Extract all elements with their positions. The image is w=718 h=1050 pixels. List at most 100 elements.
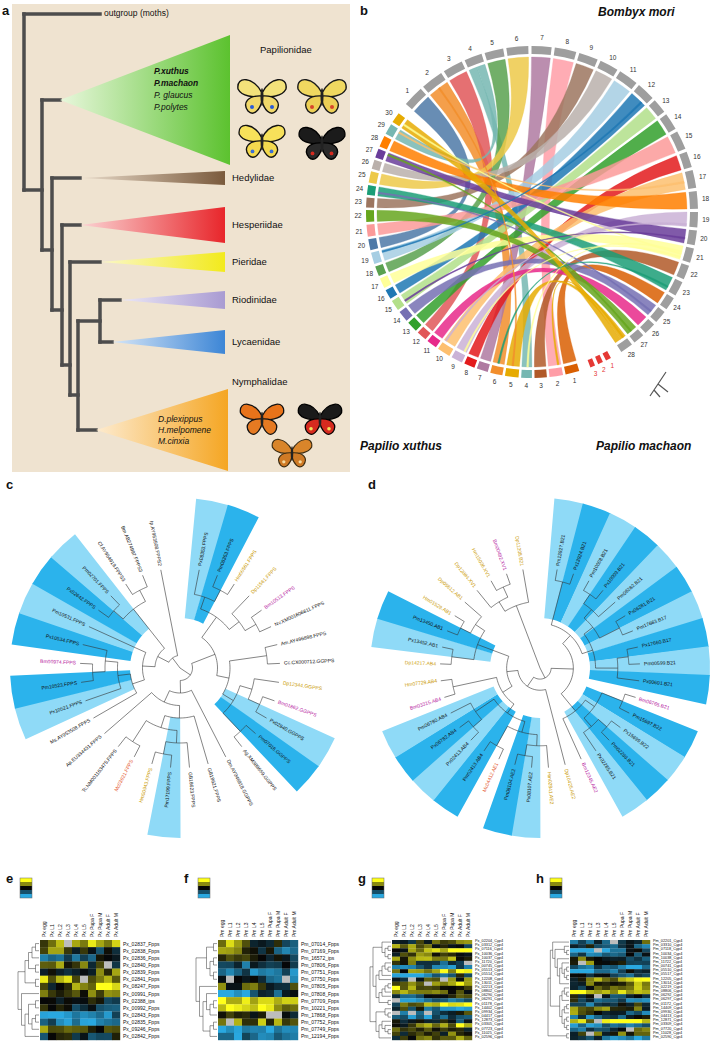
synteny-ribbon (388, 154, 632, 332)
heatmap-cell (104, 954, 112, 961)
tree-branch (591, 719, 606, 726)
butterfly-wing (239, 125, 262, 141)
gene-label: Px_02839_Fpps (123, 970, 159, 975)
heatmap-cell (226, 1026, 234, 1033)
butterfly-body (321, 88, 324, 106)
dendrogram-branch (557, 959, 558, 976)
heatmap-cell (56, 976, 64, 983)
heatmap-cell (570, 1028, 578, 1032)
tree-branch (499, 602, 516, 611)
butterfly-wing (246, 96, 262, 113)
heatmap-cell (392, 1019, 400, 1023)
chromosome-segment (534, 369, 547, 378)
tree-branch (105, 661, 118, 676)
tree-branch (98, 610, 113, 617)
heatmap-cell (618, 961, 626, 965)
heatmap-cell (234, 969, 242, 976)
heatmap-cell (400, 978, 408, 982)
chromosome-segment (554, 48, 577, 60)
heatmap-cell (610, 953, 618, 957)
stage-label: Px Adult M (466, 913, 471, 937)
heatmap-cell (618, 1032, 626, 1036)
tree-branch (256, 624, 271, 631)
chromosome-number: 15 (385, 307, 392, 314)
heatmap-cell (408, 948, 416, 952)
tree-branch (551, 582, 570, 635)
leaf-label: Ap.EU334431.FPPS (65, 734, 103, 768)
heatmap-cell (226, 1019, 234, 1026)
heatmap-cell (416, 940, 424, 944)
heatmap-cell (642, 973, 650, 977)
dendrogram-branch (379, 1024, 382, 1025)
heatmap-cell (626, 965, 634, 969)
heatmap-cell (642, 944, 650, 948)
heatmap-cell (72, 947, 80, 954)
heatmap-cell (274, 1026, 282, 1033)
heatmap-cell (586, 1028, 594, 1032)
heatmap-cell (602, 973, 610, 977)
heatmap-cell (642, 1036, 650, 1040)
heatmap-cell (626, 1003, 634, 1007)
chromosome-segment (371, 251, 382, 264)
chromosome-segment (549, 367, 563, 377)
heatmap-cell (586, 994, 594, 998)
heatmap-cell (586, 965, 594, 969)
heatmap-cell (456, 1028, 464, 1032)
clade-triangle-shape (80, 171, 225, 185)
stage-label: Pm L4 (604, 923, 609, 937)
heatmap-cell (392, 1003, 400, 1007)
panel-letter: g (358, 872, 366, 885)
heatmap-cell (56, 990, 64, 997)
wing-spot (311, 152, 315, 156)
wing-spot (327, 427, 331, 431)
color-key (198, 878, 210, 882)
heatmap-cell (218, 1026, 226, 1033)
heatmap-cell (218, 969, 226, 976)
heatmap-cell (266, 940, 274, 947)
heatmap-cell (602, 1023, 610, 1027)
heatmap-cell (88, 961, 96, 968)
butterfly-wing (306, 143, 322, 159)
heatmap-cell (440, 1007, 448, 1011)
tree-branch (590, 590, 603, 599)
heatmap-cell (408, 1032, 416, 1036)
heatmap-cell (266, 983, 274, 990)
heatmap-cell (416, 1003, 424, 1007)
tree-branch (233, 686, 252, 701)
heatmap-cell (448, 994, 456, 998)
heatmap-cell (618, 969, 626, 973)
dendrogram-branch (29, 952, 33, 953)
tree-branch (465, 602, 482, 624)
dendrogram-branch (213, 1022, 214, 1029)
tree-branch (133, 590, 145, 609)
dendrogram-branch (382, 988, 385, 989)
dendrogram-branch (382, 1021, 391, 1022)
tree-branch (201, 597, 217, 617)
heatmap-cell (570, 953, 578, 957)
tree-branch (220, 584, 234, 594)
dendrogram-branch (566, 1017, 567, 1021)
heatmap-cell (218, 983, 226, 990)
heatmap-cell (570, 986, 578, 990)
dendrogram-branch (564, 987, 569, 988)
heatmap-cell (218, 976, 226, 983)
heatmap-cell (626, 1011, 634, 1015)
chromosome-segment (521, 370, 532, 378)
heatmap-cell (634, 1015, 642, 1019)
heatmap-cell (64, 1033, 72, 1040)
heatmap-cell (602, 1019, 610, 1023)
heatmap-cell (64, 997, 72, 1004)
heatmap-cell (416, 965, 424, 969)
heatmap-cell (80, 1026, 88, 1033)
dendrogram-branch (550, 950, 551, 1006)
heatmap-cell (618, 1028, 626, 1032)
dendrogram-branch (36, 1007, 40, 1008)
species-name: P.polytes (154, 103, 188, 112)
heatmap-cell (266, 1026, 274, 1033)
tree-branch (451, 703, 476, 713)
heatmap-cell (416, 953, 424, 957)
dendrogram-branch (379, 971, 380, 980)
tree-branch (516, 606, 540, 668)
heatmap-cell (464, 940, 472, 944)
heatmap-cell (440, 1023, 448, 1027)
